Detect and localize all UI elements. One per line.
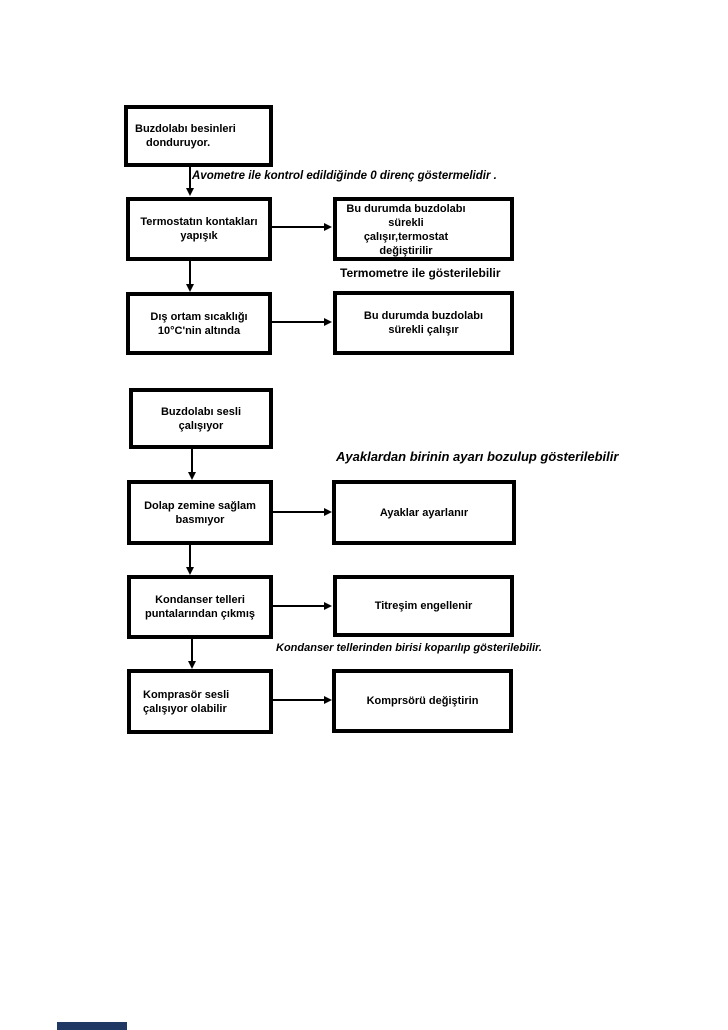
box-line: Kondanser telleri xyxy=(155,594,245,606)
box-line: Buzdolabı besinleri xyxy=(135,123,236,135)
flow-box-action-ayaklar: Ayaklar ayarlanır xyxy=(332,480,516,545)
down-arrow xyxy=(188,639,196,669)
footer-accent-bar xyxy=(57,1022,127,1030)
note-kondanser: Kondanser tellerinden birisi koparılıp g… xyxy=(276,642,542,654)
right-arrow xyxy=(272,223,332,231)
box-line: Titreşim engellenir xyxy=(374,600,473,612)
box-line: Termostatın kontakları xyxy=(140,216,258,228)
box-line: donduruyor. xyxy=(146,137,211,149)
flow-box-symptom-donduruyor: Buzdolabı besinleri donduruyor. xyxy=(124,105,273,167)
flow-box-cause-zemin: Dolap zemine sağlam basmıyor xyxy=(127,480,273,545)
box-line: basmıyor xyxy=(175,513,225,526)
flow-box-cause-kondanser: Kondanser telleri puntalarından çıkmış xyxy=(127,575,273,639)
flow-box-cause-termostat: Termostatın kontakları yapışık xyxy=(126,197,272,261)
box-line: Komprsörü değiştirin xyxy=(366,695,479,707)
box-line: çalışıyor xyxy=(178,419,224,432)
flow-box-cause-komprasor: Komprasör sesli çalışıyor olabilir xyxy=(127,669,273,734)
flow-box-cause-dis-ortam: Dış ortam sıcaklığı 10°C'nin altında xyxy=(126,292,272,355)
note-avometre: Avometre ile kontrol edildiğinde 0 diren… xyxy=(192,170,497,182)
flow-box-action-termostat: Bu durumda buzdolabı sürekli çalışır,ter… xyxy=(333,197,514,261)
right-arrow xyxy=(273,602,332,610)
box-line: çalışıyor olabilir xyxy=(143,702,227,715)
right-arrow xyxy=(272,318,332,326)
box-line: Buzdolabı sesli xyxy=(160,405,242,418)
box-line: Dolap zemine sağlam xyxy=(144,499,256,512)
down-arrow xyxy=(186,545,194,575)
box-line: Ayaklar ayarlanır xyxy=(379,506,469,519)
box-line: 10°C'nin altında xyxy=(157,324,241,337)
box-text-frame: Bu durumda buzdolabı sürekli çalışır,ter… xyxy=(339,202,473,258)
flow-box-symptom-sesli: Buzdolabı sesli çalışıyor xyxy=(129,388,273,449)
box-line: değiştirilir xyxy=(379,245,433,257)
box-line: Dış ortam sıcaklığı xyxy=(150,310,248,323)
flow-box-action-titresim: Titreşim engellenir xyxy=(333,575,514,637)
note-termometre: Termometre ile gösterilebilir xyxy=(340,266,501,280)
box-line: Bu durumda buzdolabı xyxy=(346,203,466,215)
box-line: puntalarından çıkmış xyxy=(144,608,256,620)
box-line: sürekli çalışır xyxy=(388,324,459,336)
box-line: çalışır,termostat xyxy=(363,231,449,243)
right-arrow xyxy=(273,696,332,704)
down-arrow xyxy=(188,449,196,480)
down-arrow xyxy=(186,261,194,292)
box-line: Komprasör sesli xyxy=(143,688,230,701)
down-arrow xyxy=(186,167,194,196)
note-ayaklar: Ayaklardan birinin ayarı bozulup gösteri… xyxy=(336,449,619,464)
box-line: sürekli xyxy=(388,217,424,229)
box-line: Bu durumda buzdolabı xyxy=(363,310,484,322)
box-line: yapışık xyxy=(180,230,218,242)
flow-box-result-surekli-calisir: Bu durumda buzdolabı sürekli çalışır xyxy=(333,291,514,355)
flow-box-action-komprasor: Komprsörü değiştirin xyxy=(332,669,513,733)
right-arrow xyxy=(273,508,332,516)
